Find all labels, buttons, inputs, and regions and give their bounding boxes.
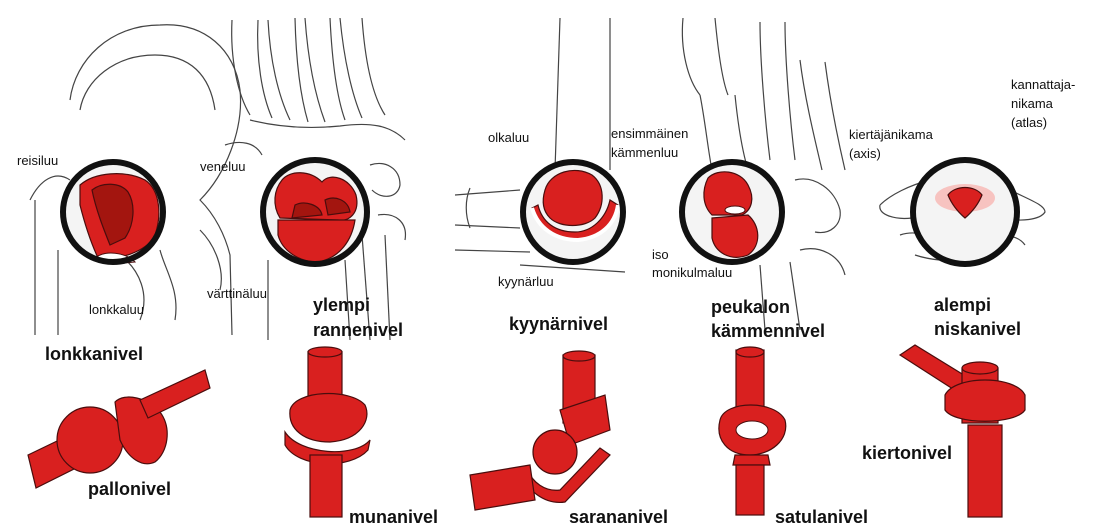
elbow-joint-highlight [523, 162, 623, 262]
label-veneluu: veneluu [200, 160, 246, 175]
label-satulanivel: satulanivel [775, 507, 868, 528]
label-iso-line1: iso [652, 248, 669, 263]
label-iso-line2: monikulmaluu [652, 266, 732, 281]
neck-joint-highlight [913, 160, 1017, 264]
label-lonkkaluu: lonkkaluu [89, 303, 144, 318]
label-peukalon-line1: peukalon [711, 297, 790, 318]
label-kannattaja-line1: kannattaja- [1011, 78, 1075, 93]
label-kiertajanikama-line1: kiertäjänikama [849, 128, 933, 143]
label-kiertonivel: kiertonivel [862, 443, 952, 464]
label-alempi-line2: niskanivel [934, 319, 1021, 340]
label-kyynarnivel: kyynärnivel [509, 314, 608, 335]
label-lonkkanivel: lonkkanivel [45, 344, 143, 365]
label-ensimmainen-line2: kämmenluu [611, 146, 678, 161]
label-ensimmainen-line1: ensimmäinen [611, 127, 688, 142]
label-ylempi-line2: rannenivel [313, 320, 403, 341]
hinge-joint-model [470, 351, 610, 510]
wrist-joint-highlight [263, 160, 367, 264]
label-peukalon-line2: kämmennivel [711, 321, 825, 342]
label-kyynarluu: kyynärluu [498, 275, 554, 290]
label-kannattaja-line2: nikama [1011, 97, 1053, 112]
hip-joint-highlight [63, 162, 163, 264]
label-kiertajanikama-line2: (axis) [849, 147, 881, 162]
saddle-joint-model [719, 347, 786, 515]
ball-joint-model [28, 370, 210, 488]
label-munanivel: munanivel [349, 507, 438, 528]
label-varttinaluu: värttinäluu [207, 287, 267, 302]
label-olkaluu: olkaluu [488, 131, 529, 146]
label-pallonivel: pallonivel [88, 479, 171, 500]
thumb-joint-highlight [682, 162, 782, 262]
ellipsoid-joint-model [285, 347, 370, 517]
label-sarananivel: sarananivel [569, 507, 668, 528]
label-alempi-line1: alempi [934, 295, 991, 316]
label-ylempi-line1: ylempi [313, 295, 370, 316]
label-reisiluu: reisiluu [17, 154, 58, 169]
label-kannattaja-line3: (atlas) [1011, 116, 1047, 131]
pivot-joint-model [900, 345, 1025, 517]
